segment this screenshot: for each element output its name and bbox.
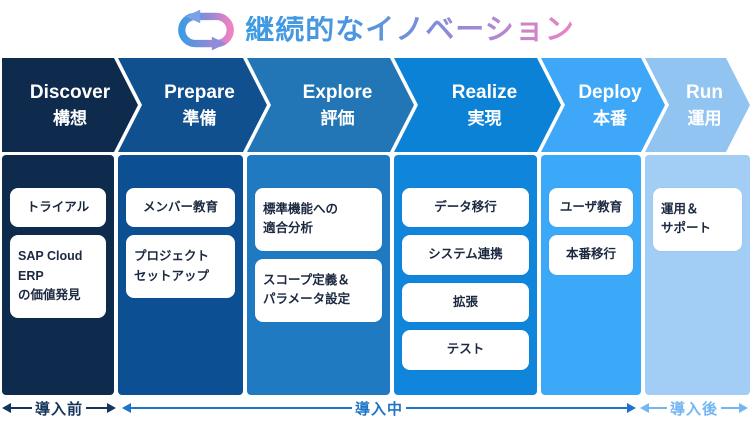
stage-name-en: Explore <box>302 81 373 103</box>
task-box: スコープ定義＆ パラメータ設定 <box>255 258 382 322</box>
stage-name-ja: 構想 <box>53 109 87 129</box>
stage-name-en: Prepare <box>164 81 235 103</box>
stage-column-run: 運用＆ サポート <box>645 155 750 395</box>
arrowhead-left-icon <box>122 403 131 413</box>
stage-chevron-prepare: Prepare 準備 <box>118 58 267 152</box>
task-box: SAP Cloud ERP の価値発見 <box>10 235 106 318</box>
phase-arrow-1: 導入中 <box>122 396 637 420</box>
stage-column-realize: データ移行システム連携拡張テスト <box>394 155 537 395</box>
arrow-line <box>406 406 628 410</box>
phase-arrow-2: 導入後 <box>640 396 749 420</box>
task-box: テスト <box>402 330 529 370</box>
phase-label: 導入前 <box>35 400 84 418</box>
task-box: システム連携 <box>402 235 529 275</box>
task-box: データ移行 <box>402 188 529 228</box>
task-box: 標準機能への 適合分析 <box>255 188 382 251</box>
page-title: 継続的なイノベーション <box>245 13 575 46</box>
stage-name-ja: 評価 <box>320 109 355 129</box>
stage-name-en: Run <box>686 81 723 103</box>
task-box: 運用＆ サポート <box>653 188 742 251</box>
stage-name-ja: 準備 <box>182 109 217 129</box>
stage-column-discover: トライアル SAP Cloud ERP の価値発見 <box>2 155 114 395</box>
phase-arrow-0: 導入前 <box>2 396 117 420</box>
arrow-line <box>86 406 108 410</box>
phase-label: 導入後 <box>670 400 719 418</box>
arrow-line <box>131 406 352 410</box>
task-box: メンバー教育 <box>126 188 235 228</box>
phase-label: 導入中 <box>355 400 404 418</box>
stage-column-explore: 標準機能への 適合分析スコープ定義＆ パラメータ設定 <box>247 155 390 395</box>
task-box: プロジェクト セットアップ <box>126 235 235 299</box>
stage-chevron-discover: Discover 構想 <box>2 58 138 152</box>
arrowhead-right-icon <box>739 403 749 413</box>
arrowhead-right-icon <box>627 403 637 413</box>
stage-column-prepare: メンバー教育プロジェクト セットアップ <box>118 155 243 395</box>
title-row: 継続的なイノベーション <box>0 4 750 56</box>
stage-name-ja: 運用 <box>687 109 722 129</box>
arrow-line <box>11 406 32 410</box>
task-box: ユーザ教育 <box>549 188 633 228</box>
arrow-line <box>649 406 667 410</box>
phase-arrows: 導入前 導入中 導入後 <box>0 396 750 420</box>
arrow-line <box>721 406 740 410</box>
stage-column-deploy: ユーザ教育本番移行 <box>541 155 641 395</box>
stage-name-en: Realize <box>451 81 518 103</box>
task-box: 本番移行 <box>549 235 633 275</box>
stage-name-ja: 本番 <box>593 109 627 129</box>
stage-chevron-realize: Realize 実現 <box>394 58 561 152</box>
stage-columns: トライアル SAP Cloud ERP の価値発見メンバー教育プロジェクト セット… <box>2 155 750 395</box>
stage-chevron-explore: Explore 評価 <box>247 58 414 152</box>
arrowhead-left-icon <box>2 403 11 413</box>
stage-name-en: Deploy <box>578 81 642 103</box>
stage-name-en: Discover <box>29 81 111 103</box>
task-box: 拡張 <box>402 282 529 323</box>
cycle-arrows-icon <box>178 9 235 51</box>
stage-chevrons: Discover 構想 Prepare 準備 Explore 評価 Realize 実現 Dep… <box>0 58 750 152</box>
arrowhead-right-icon <box>107 403 117 413</box>
arrowhead-left-icon <box>640 403 649 413</box>
task-box: トライアル <box>10 188 106 228</box>
stage-name-ja: 実現 <box>467 109 502 129</box>
